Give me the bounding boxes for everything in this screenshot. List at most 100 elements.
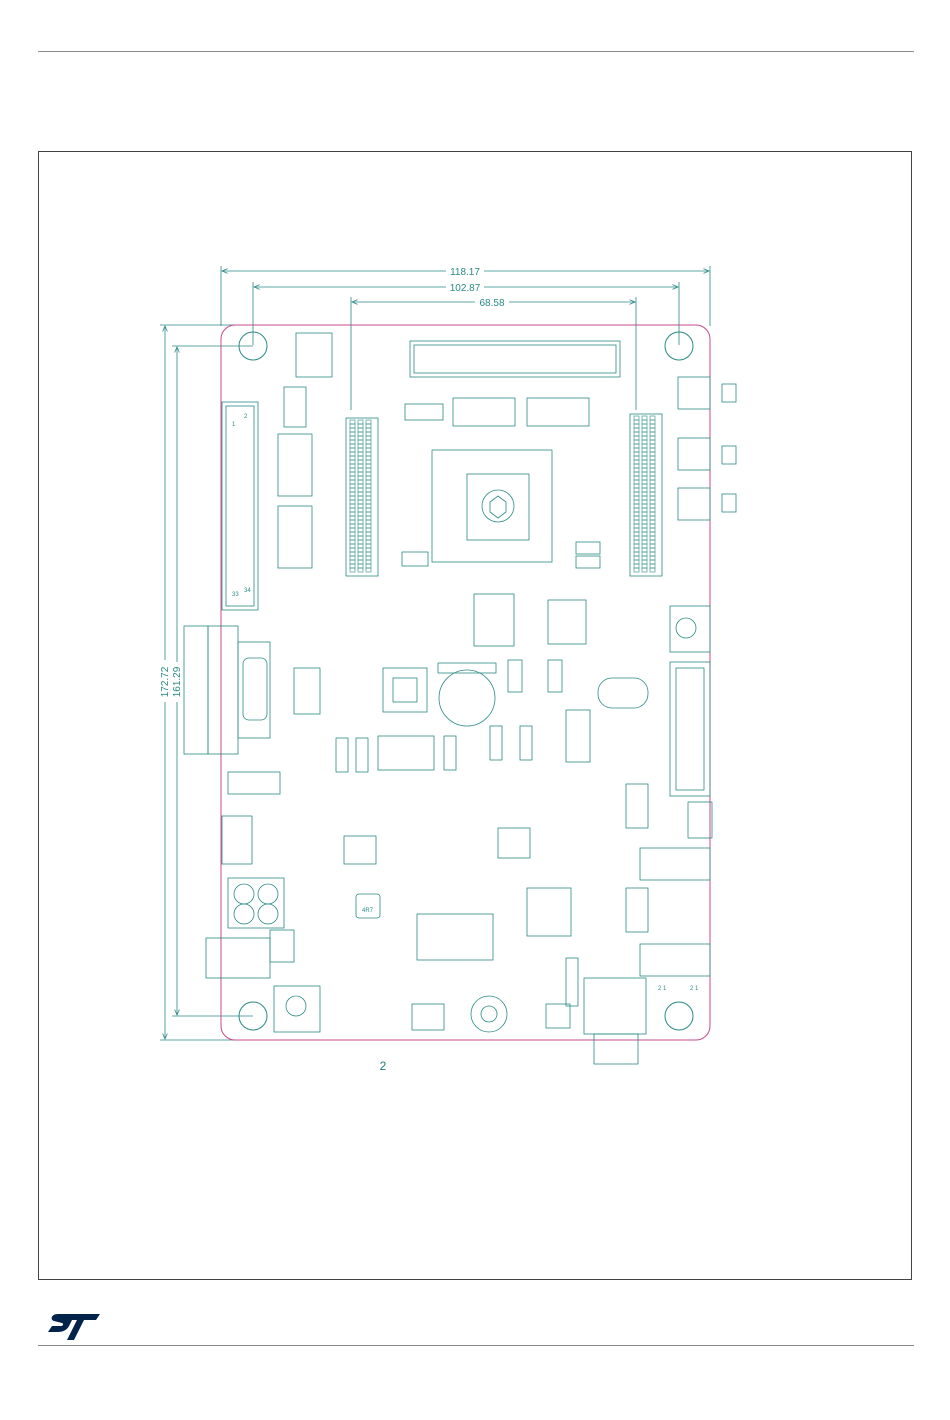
header-pin [350, 556, 355, 560]
dim-height-outer: 172.72 [160, 666, 171, 697]
header-pin [650, 500, 655, 504]
header-pin [366, 504, 371, 508]
header-pin [350, 436, 355, 440]
header-pin [634, 448, 639, 452]
header-pin [358, 560, 363, 564]
header-pin [350, 492, 355, 496]
header-pin [642, 472, 647, 476]
header-pin [358, 444, 363, 448]
header-pin [358, 464, 363, 468]
header-pin [350, 552, 355, 556]
header-pin [642, 436, 647, 440]
header-pin [366, 428, 371, 432]
header-pin [350, 528, 355, 532]
header-pin [650, 420, 655, 424]
header-pin [366, 512, 371, 516]
dim-width-outer: 118.17 [450, 267, 480, 278]
header-pin [366, 472, 371, 476]
header-pin [358, 556, 363, 560]
header-pin [634, 432, 639, 436]
header-pin [366, 516, 371, 520]
header-pin [634, 420, 639, 424]
header-pin [642, 504, 647, 508]
header-pin [634, 516, 639, 520]
header-pin [642, 516, 647, 520]
header-pin [358, 504, 363, 508]
header-pin [366, 556, 371, 560]
header-pin [650, 456, 655, 460]
jumper-label-a: 2 1 [658, 986, 667, 992]
header-pin [350, 476, 355, 480]
header-pin [358, 484, 363, 488]
header-pin [634, 488, 639, 492]
header-pin [358, 420, 363, 424]
header-pin [350, 536, 355, 540]
header-pin [358, 544, 363, 548]
header-pin [350, 468, 355, 472]
header-pins [350, 416, 655, 572]
header-pin [350, 508, 355, 512]
header-pin [634, 452, 639, 456]
header-pin [358, 432, 363, 436]
header-pin [366, 440, 371, 444]
header-pin [642, 496, 647, 500]
header-pin [358, 552, 363, 556]
header-pin [650, 452, 655, 456]
header-pin [350, 464, 355, 468]
header-pin [366, 468, 371, 472]
mounting-holes [239, 332, 693, 1030]
header-pin [366, 508, 371, 512]
header-pin [642, 432, 647, 436]
header-pin [366, 460, 371, 464]
header-pin [642, 416, 647, 420]
header-pin [358, 532, 363, 536]
header-pin [634, 496, 639, 500]
header-pin [650, 476, 655, 480]
header-pin [350, 480, 355, 484]
header-pin [650, 548, 655, 552]
header-pin [350, 532, 355, 536]
header-pin [642, 560, 647, 564]
header-pin [350, 460, 355, 464]
header-pin [642, 536, 647, 540]
header-pin [650, 480, 655, 484]
footer-rule [38, 1345, 914, 1346]
header-pin [634, 468, 639, 472]
header-pin [642, 528, 647, 532]
header-pin [650, 472, 655, 476]
header-pin [366, 420, 371, 424]
header-pin [366, 496, 371, 500]
dim-width-middle: 102.87 [450, 283, 481, 294]
header-pin [358, 520, 363, 524]
header-pin [350, 448, 355, 452]
header-pin [350, 440, 355, 444]
header-pin [642, 544, 647, 548]
header-pin [634, 444, 639, 448]
header-pin [642, 508, 647, 512]
header-pin [642, 420, 647, 424]
header-pin [642, 540, 647, 544]
header-pin [634, 552, 639, 556]
figure-label: 2 [380, 1059, 387, 1073]
header-pin [350, 504, 355, 508]
header-pin [642, 564, 647, 568]
header-pin [650, 536, 655, 540]
header-pin [634, 560, 639, 564]
header-pin [350, 444, 355, 448]
header-pin [350, 564, 355, 568]
header-pin [358, 476, 363, 480]
header-pin [634, 472, 639, 476]
header-pin [650, 560, 655, 564]
header-pin [358, 424, 363, 428]
header-pin [650, 448, 655, 452]
header-pin [366, 488, 371, 492]
ribbon-pin-34: 34 [244, 588, 251, 594]
header-pin [650, 424, 655, 428]
header-pin [642, 452, 647, 456]
header-pin [642, 532, 647, 536]
header-pin [634, 464, 639, 468]
header-pin [358, 456, 363, 460]
header-pin [634, 440, 639, 444]
header-pin [634, 476, 639, 480]
header-pin [350, 452, 355, 456]
